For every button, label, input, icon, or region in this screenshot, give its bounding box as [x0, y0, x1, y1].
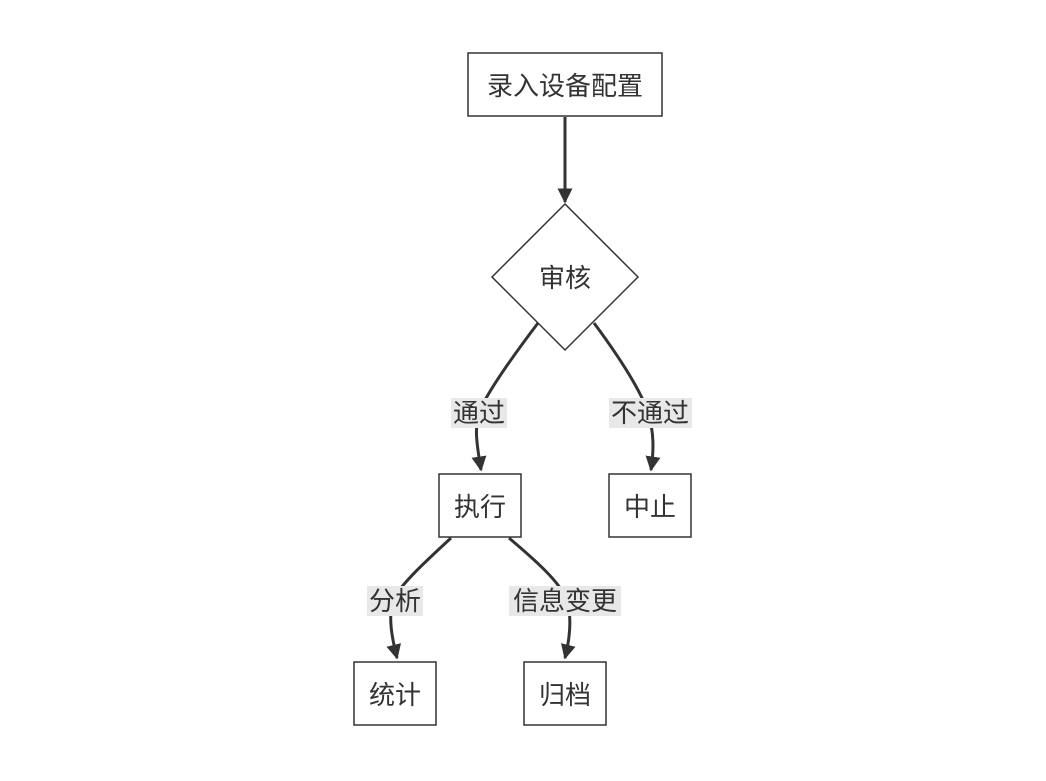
edge-label-analyze-text: 分析 — [369, 587, 421, 617]
node-review-decision: 审核 — [490, 202, 640, 352]
edge-label-analyze: 分析 — [367, 586, 423, 617]
edge-labels: 通过 不通过 分析 信息变更 — [367, 398, 692, 617]
edge-review-to-execute — [471, 322, 540, 472]
nodes: 录入设备配置 审核 执行 中止 统计 归档 — [353, 52, 692, 726]
edge-label-fail: 不通过 — [609, 398, 692, 429]
edge-label-pass-text: 通过 — [453, 399, 505, 429]
edge-label-info-change: 信息变更 — [509, 586, 621, 617]
node-abort: 中止 — [608, 473, 692, 538]
node-abort-text: 中止 — [624, 493, 676, 523]
edge-label-pass: 通过 — [451, 398, 507, 429]
node-statistics: 统计 — [353, 661, 437, 726]
edge-label-fail-text: 不通过 — [611, 399, 689, 429]
node-input-config-text: 录入设备配置 — [487, 72, 643, 102]
node-input-config: 录入设备配置 — [467, 52, 663, 117]
node-review-text: 审核 — [539, 264, 591, 294]
node-archive-text: 归档 — [539, 681, 591, 711]
node-execute-text: 执行 — [454, 493, 506, 523]
edges — [386, 117, 661, 660]
node-execute: 执行 — [438, 473, 522, 538]
edge-label-info-change-text: 信息变更 — [513, 587, 617, 617]
node-statistics-text: 统计 — [369, 681, 421, 711]
node-archive: 归档 — [523, 661, 607, 726]
edge-review-to-abort — [592, 322, 661, 472]
